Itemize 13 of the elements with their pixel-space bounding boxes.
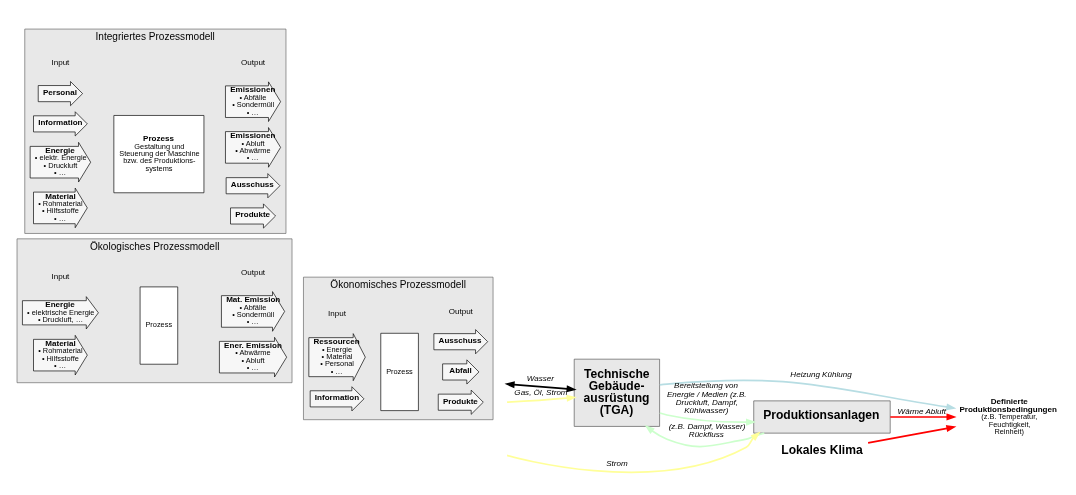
node-box: Prozess bbox=[139, 286, 179, 365]
arrow bbox=[889, 412, 957, 421]
arrow bbox=[504, 380, 577, 392]
node-box: Technische Gebäude- ausrüstung (TGA) bbox=[573, 358, 660, 427]
node-box: Produktionsanlagen bbox=[753, 400, 891, 433]
arrow bbox=[644, 424, 766, 447]
node-text: Lokales Klima bbox=[781, 442, 863, 457]
arrow bbox=[867, 424, 957, 444]
arrow bbox=[658, 411, 757, 426]
arrow bbox=[506, 394, 577, 403]
arrow bbox=[506, 431, 761, 473]
node-box: Prozess bbox=[380, 332, 419, 411]
arrow bbox=[659, 378, 957, 410]
